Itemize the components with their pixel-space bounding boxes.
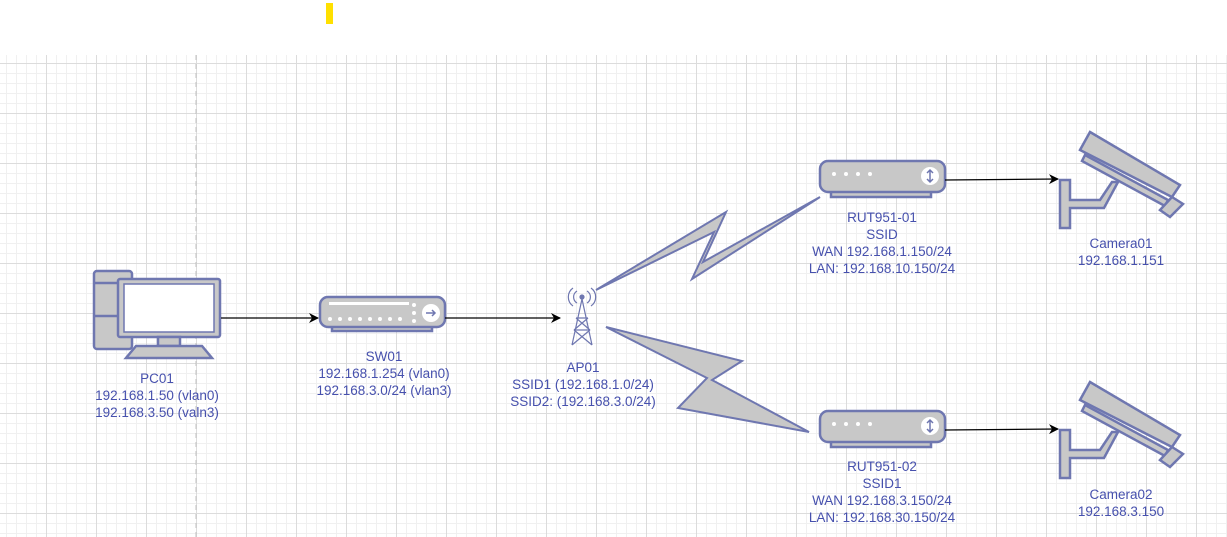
ap-label: AP01 SSID1 (192.168.1.0/24) SSID2: (192.… bbox=[510, 359, 656, 410]
router-2-icon[interactable] bbox=[818, 409, 947, 449]
node-detail: LAN: 192.168.10.150/24 bbox=[808, 261, 956, 276]
node-detail: SSID bbox=[866, 227, 898, 242]
wireless-link-1[interactable] bbox=[595, 196, 821, 291]
node-detail: SSID1 (192.168.1.0/24) bbox=[512, 377, 654, 392]
node-detail: 192.168.3.150 bbox=[1077, 504, 1165, 519]
node-name: PC01 bbox=[140, 371, 174, 386]
camera-2-label: Camera02 192.168.3.150 bbox=[1078, 486, 1164, 520]
connector-router2-camera2[interactable] bbox=[944, 424, 1059, 435]
node-detail: 192.168.3.0/24 (vlan3) bbox=[316, 383, 452, 398]
node-detail: 192.168.1.254 (vlan0) bbox=[318, 366, 450, 381]
selection-marker bbox=[326, 3, 333, 24]
camera-1-label: Camera01 192.168.1.151 bbox=[1078, 235, 1164, 269]
diagram-canvas[interactable] bbox=[0, 55, 1227, 537]
node-detail: 192.168.3.50 (valn3) bbox=[95, 405, 219, 420]
switch-icon[interactable] bbox=[318, 295, 447, 333]
router-1-label: RUT951-01 SSID WAN 192.168.1.150/24 LAN:… bbox=[809, 209, 955, 277]
node-name: SW01 bbox=[365, 349, 403, 364]
node-detail: SSID1 bbox=[862, 476, 902, 491]
node-detail: 192.168.1.50 (vlan0) bbox=[95, 388, 219, 403]
switch-label: SW01 192.168.1.254 (vlan0) 192.168.3.0/2… bbox=[316, 348, 451, 399]
router-2-label: RUT951-02 SSID1 WAN 192.168.3.150/24 LAN… bbox=[809, 458, 955, 526]
node-name: RUT951-02 bbox=[847, 459, 917, 474]
node-detail: SSID2: (192.168.3.0/24) bbox=[510, 394, 656, 409]
pc-label: PC01 192.168.1.50 (vlan0) 192.168.3.50 (… bbox=[95, 370, 219, 421]
node-detail: 192.168.1.151 bbox=[1077, 253, 1165, 268]
node-name: RUT951-01 bbox=[847, 210, 917, 225]
router-1-icon[interactable] bbox=[818, 159, 947, 199]
connector-router1-camera1[interactable] bbox=[944, 174, 1059, 185]
node-detail: LAN: 192.168.30.150/24 bbox=[808, 510, 956, 525]
camera-2-icon[interactable] bbox=[1058, 380, 1185, 480]
pc-icon[interactable] bbox=[92, 269, 222, 360]
node-name: AP01 bbox=[566, 360, 600, 375]
node-detail: WAN 192.168.3.150/24 bbox=[812, 493, 952, 508]
node-name: Camera01 bbox=[1089, 236, 1153, 251]
node-detail: WAN 192.168.1.150/24 bbox=[812, 244, 952, 259]
camera-1-icon[interactable] bbox=[1058, 130, 1185, 230]
node-name: Camera02 bbox=[1089, 487, 1153, 502]
antenna-tower-icon[interactable] bbox=[567, 287, 597, 346]
wireless-link-2[interactable] bbox=[605, 326, 810, 433]
